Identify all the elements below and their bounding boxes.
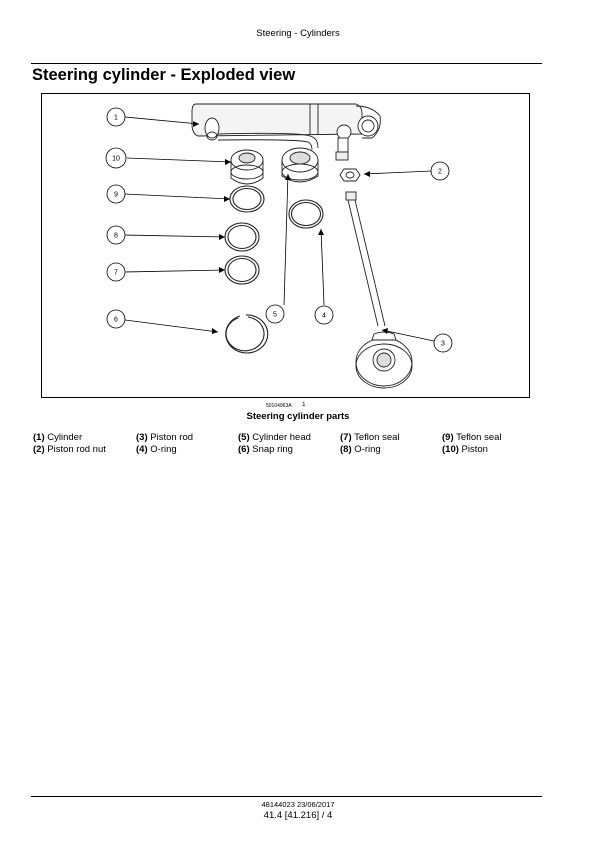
legend-item: (1) Cylinder: [33, 432, 83, 443]
svg-text:1: 1: [114, 115, 118, 122]
svg-text:8: 8: [114, 233, 118, 240]
footer-doc-ref: 48144023 23/06/2017: [261, 800, 335, 809]
legend-item: (5) Cylinder head: [238, 432, 311, 443]
header-rule: [31, 63, 542, 64]
svg-text:5: 5: [273, 312, 277, 319]
exploded-view-drawing: 1 2 3 4 5 6 7 8: [105, 103, 453, 389]
callout-10: 10: [105, 147, 127, 169]
figure-caption: Steering cylinder parts: [246, 411, 350, 422]
callout-5: 5: [265, 304, 285, 324]
callout-9: 9: [106, 184, 126, 204]
callout-7: 7: [106, 262, 126, 282]
cylinder-part: [191, 103, 381, 161]
seals-and-rings: [224, 185, 324, 354]
cylinder-head-part: [281, 147, 319, 183]
legend-item: (10) Piston: [442, 444, 488, 455]
callout-8: 8: [106, 225, 126, 245]
callout-6: 6: [106, 309, 126, 329]
legend-item: (7) Teflon seal: [340, 432, 400, 443]
svg-text:9: 9: [114, 192, 118, 199]
svg-text:4: 4: [322, 313, 326, 320]
figure-image-id: 50104963A: [266, 403, 292, 409]
callout-4: 4: [314, 305, 334, 325]
callout-1: 1: [106, 107, 126, 127]
figure-number: 1: [302, 401, 306, 408]
legend-item: (4) O-ring: [136, 444, 177, 455]
piston-part: [230, 149, 264, 185]
callout-3: 3: [433, 333, 453, 353]
callout-2: 2: [430, 161, 450, 181]
legend-item: (6) Snap ring: [238, 444, 293, 455]
svg-text:10: 10: [112, 156, 120, 163]
section-title: Steering cylinder - Exploded view: [32, 66, 296, 84]
legend-item: (9) Teflon seal: [442, 432, 502, 443]
svg-text:7: 7: [114, 270, 118, 277]
running-header: Steering - Cylinders: [256, 28, 340, 39]
svg-text:2: 2: [438, 169, 442, 176]
footer-page-number: 41.4 [41.216] / 4: [263, 810, 333, 821]
svg-text:3: 3: [441, 341, 445, 348]
exploded-view-figure: 1 2 3 4 5 6 7 8: [41, 93, 530, 398]
piston-rod-part: [339, 168, 413, 389]
legend-item: (3) Piston rod: [136, 432, 194, 443]
svg-text:6: 6: [114, 317, 118, 324]
legend-item: (2) Piston rod nut: [33, 444, 106, 455]
leader-arrowheads: [193, 121, 388, 334]
legend-item: (8) O-ring: [340, 444, 381, 455]
footer-rule: [31, 796, 542, 797]
leader-lines: [124, 116, 435, 342]
